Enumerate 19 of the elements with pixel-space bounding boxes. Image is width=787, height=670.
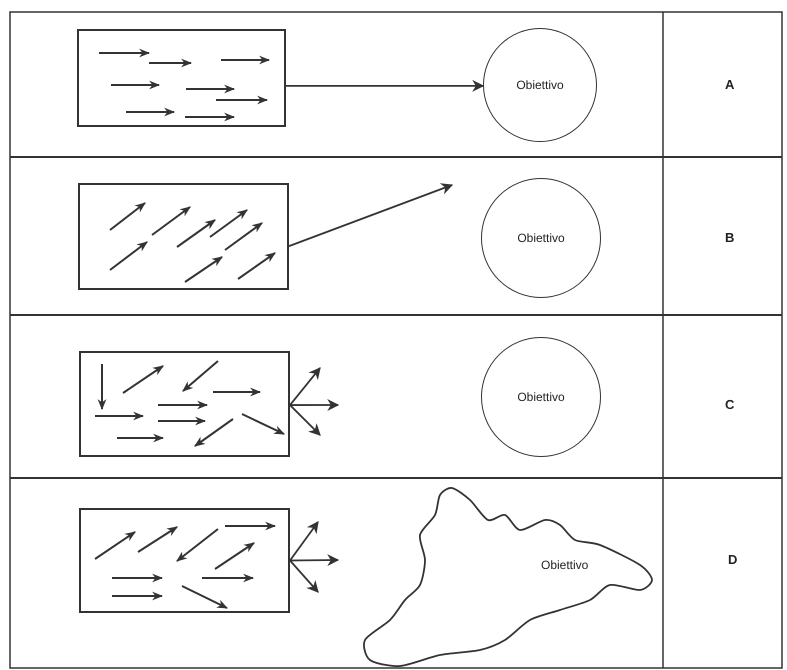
row-letter: A: [725, 77, 734, 92]
arrow: [290, 399, 340, 412]
goal-label: Obiettivo: [516, 78, 564, 92]
row-letter: D: [728, 552, 738, 567]
arrow: [289, 560, 319, 593]
goal-circle: [481, 178, 601, 298]
arrow: [288, 183, 454, 247]
row-letter: B: [725, 230, 734, 245]
goal-label: Obiettivo: [517, 390, 565, 404]
goal-label: Obiettivo: [541, 558, 588, 572]
arrow: [286, 80, 484, 92]
arrow: [289, 521, 319, 562]
row-letter: C: [725, 397, 734, 412]
goal-label: Obiettivo: [517, 231, 565, 245]
goal-circle: [483, 28, 597, 142]
goal-circle: [481, 337, 601, 457]
arrow: [289, 367, 321, 406]
arrow: [289, 404, 321, 436]
arrow: [290, 554, 340, 566]
